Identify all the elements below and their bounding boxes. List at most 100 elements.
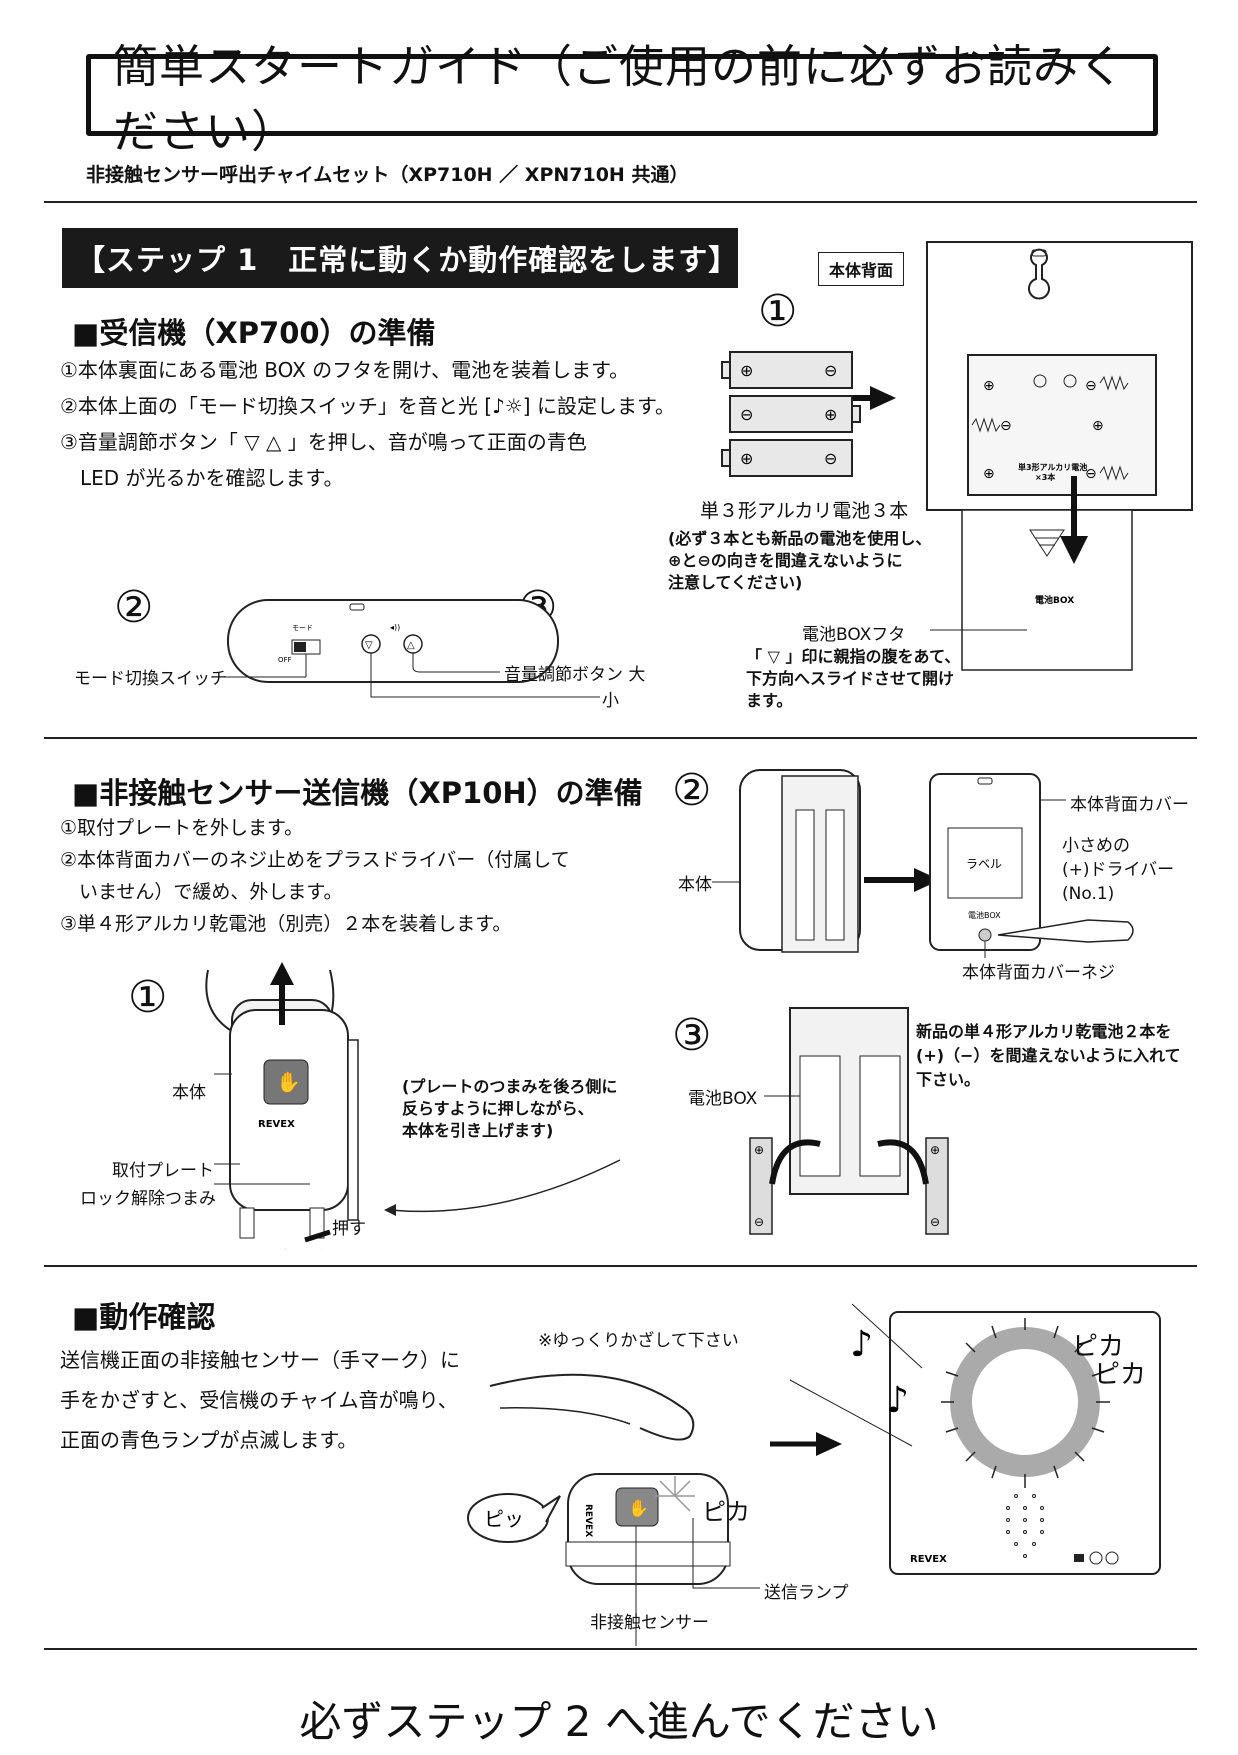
brand-logo: REVEX [258,1119,295,1130]
operation-diagram: ✋ REVEX ピッ REVEX ♪ ♪ [467,1303,1161,1646]
check-heading: ■動作確認 [72,1300,216,1334]
check-line-1: 送信機正面の非接触センサー（手マーク）に [60,1348,460,1372]
pika-text-1: ピカ [1072,1332,1125,1362]
hand-outline [499,1407,631,1425]
svg-text:⊖: ⊖ [740,405,753,424]
aaa-battery-note: 新品の単４形アルカリ乾電池２本を (+)（−）を間違えないように入れて 下さい。 [916,1020,1181,1092]
step-number: ③ [672,1010,712,1061]
brand-logo: REVEX [583,1504,593,1537]
battery-caption: 単３形アルカリ電池３本 [700,500,909,522]
battery-lid [961,509,1133,671]
lid-note-3: ます。 [746,691,793,710]
check-line-3: 正面の青色ランプが点滅します。 [60,1428,358,1452]
svg-text:⊕: ⊕ [930,1143,940,1157]
indicator-slot [349,603,365,611]
aaa-note-1: 新品の単４形アルカリ乾電池２本を [916,1022,1172,1041]
curve-arrow-icon [877,1139,929,1185]
arrow-head-icon [816,1432,842,1456]
receiver-heading: ■受信機（XP700）の準備 [72,316,436,350]
receiver-back-diagram: ⊕ ⊖ ⊖ ⊕ ⊕ ⊖ 単3形アルカリ電池 ×3本 電池BOX ⊕⊖ ⊖⊕ ⊕⊖ [721,241,1193,671]
speaker-grille [1006,1494,1044,1558]
svg-text:⊖: ⊖ [824,361,837,380]
sensor-step-2-cont: いません）で緩め、外します。 [60,881,343,903]
footer-text: 必ずステップ 2 へ進んでください [299,1697,939,1746]
minus-icon: ⊖ [1085,378,1097,394]
aaa-battery: ⊕⊖ [749,1137,773,1235]
curve-arrow-icon [769,1139,821,1185]
sensor-step-1: ①取付プレートを外します。 [60,817,304,839]
dip-switch [1063,374,1077,388]
hand-outline [205,969,231,1031]
pika-text-2: ピカ [1094,1360,1147,1390]
sensor-heading: ■非接触センサー送信機（XP10H）の準備 [72,776,643,810]
leader-line [370,653,600,698]
sensor-hand-icon [263,1059,309,1105]
plate-note-1: (プレートのつまみを後ろ側に [402,1077,618,1096]
body-label: 本体 [172,1083,206,1103]
battery-note: (必ず３本とも新品の電池を使用し、 ⊕と⊖の向きを間違えないように 注意してくだ… [668,528,931,594]
sticker-text: ラベル [966,857,1002,871]
brand-logo: REVEX [910,1554,947,1565]
off-text: OFF [278,656,292,664]
transmitter-base [565,1541,731,1567]
divider [44,201,1197,203]
battery-install-diagram: ⊕⊖ ⊕⊖ [749,1007,949,1235]
driver-label: 小さめの (+)ドライバー (No.1) [1062,834,1174,906]
battbox-label: 電池BOX [688,1089,758,1109]
plate-bottom [239,1207,255,1239]
battery-note-1: (必ず３本とも新品の電池を使用し、 [668,529,932,548]
curve-arrow [384,1159,621,1216]
aaa-slot [795,809,815,941]
check-line-2: 手をかざすと、受信機のチャイム音が鳴り、 [60,1388,458,1412]
music-note-icon: ♪ [886,1380,909,1421]
cover-screw-icon [978,928,992,942]
driver-label-3: (No.1) [1062,884,1115,904]
led-ring [950,1327,1100,1477]
sensor-instructions: ①取付プレートを外します。 ②本体背面カバーのネジ止めをプラスドライバー（付属し… [60,812,570,940]
flash-rays-icon [941,1318,1110,1488]
beep-text: ピッ [484,1507,524,1531]
lid-note-1: 「 ▽ 」印に親指の腹をあて、 [746,647,961,666]
step-number: ① [758,286,798,337]
plate-note-3: 本体を引き上げます) [402,1121,554,1140]
aa-battery: ⊕⊖ [721,351,853,389]
leader-line [692,1518,760,1589]
product-subtitle: 非接触センサー呼出チャイムセット（XP710H ／ XPN710H 共通） [86,164,689,186]
svg-text:⊖: ⊖ [930,1215,940,1229]
plus-icon: ⊕ [1092,418,1104,434]
box-inner-label: 単3形アルカリ電池 [1018,462,1087,472]
svg-text:⊖: ⊖ [824,449,837,468]
sensor-step-3: ③単４形アルカリ乾電池（別売）２本を装着します。 [60,913,512,935]
receiver-step-2: ②本体上面の「モード切換スイッチ」を音と光 [♪☼] に設定します。 [60,394,675,418]
hand-icon: ✋ [628,1498,649,1519]
keyhole-icon [1028,248,1050,300]
sound-line [851,1303,923,1369]
aa-battery: ⊕⊖ [721,439,853,477]
mode-switch-knob [294,642,306,652]
plate-note-2: 反らすように押しながら、 [402,1099,594,1118]
lid-label: 電池BOX [1035,594,1074,606]
volume-label: 音量調節ボタン 大 [504,665,646,685]
leader-line [412,653,500,673]
arrow-head-icon [914,868,940,892]
arrow-head-icon [870,386,896,410]
step-number: ② [114,582,154,633]
push-arrow-icon [304,1229,331,1243]
slow-note: ※ゆっくりかざして下さい [538,1331,739,1351]
screw-label: 本体背面カバーネジ [962,963,1115,983]
arrow-head-icon [384,1204,396,1216]
plus-icon: ⊕ [983,466,995,482]
hand-outline [489,1373,695,1441]
spring-icon [971,417,1001,433]
battery-note-3: 注意してください) [668,573,803,592]
svg-text:⊖: ⊖ [754,1215,764,1229]
label-sticker [947,827,1023,899]
plate-label: 取付プレート [112,1161,214,1181]
receiver-instructions: ①本体裏面にある電池 BOX のフタを開け、電池を装着します。 ②本体上面の「モ… [60,352,675,496]
svg-text:⊕: ⊕ [740,361,753,380]
arrow-head-icon [1060,536,1088,564]
svg-text:⊕: ⊕ [754,1143,764,1157]
receiver-top-diagram: モード OFF ◂)) ▽ △ [224,599,600,698]
push-label: 押す [332,1219,366,1239]
cover-label: 本体背面カバー [1070,795,1189,815]
